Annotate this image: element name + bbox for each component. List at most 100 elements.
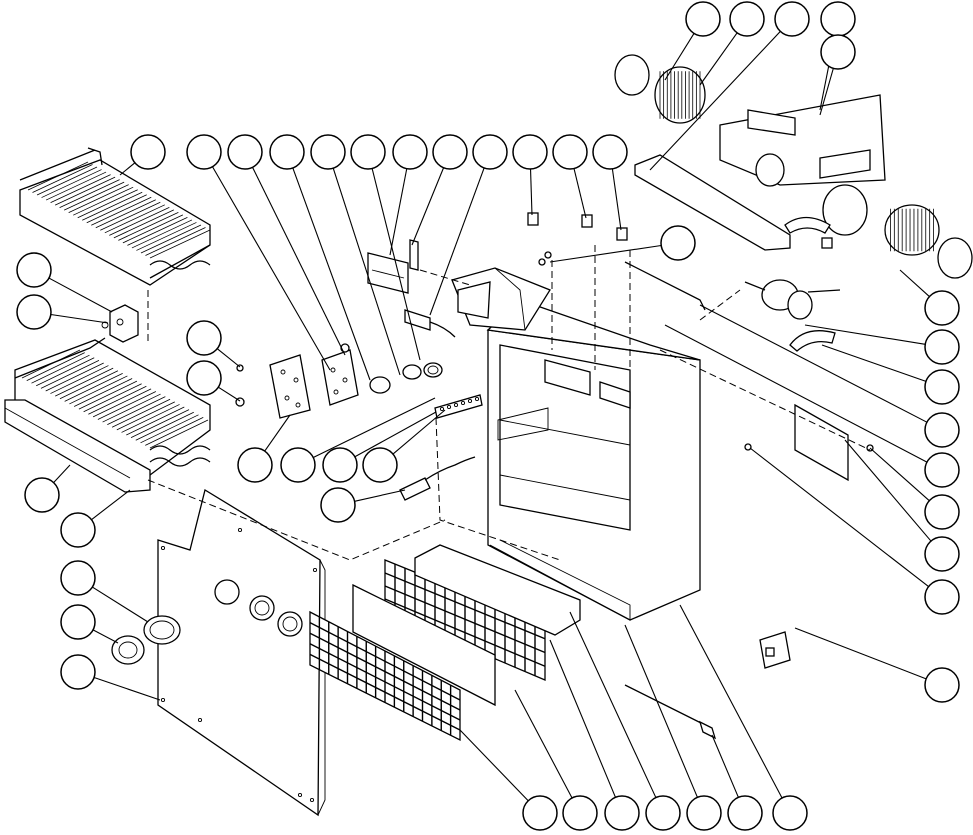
leader-line — [212, 166, 331, 371]
callout-bubble — [392, 134, 428, 170]
coil-fin — [136, 222, 197, 251]
coil-fin — [73, 378, 133, 407]
coil-fin — [122, 214, 184, 244]
callout-bubble — [16, 294, 52, 330]
coil-fin — [130, 409, 190, 438]
callout-bubble — [924, 494, 960, 530]
coil-fin — [50, 174, 111, 203]
callout-bubble — [60, 604, 96, 640]
callout-bubble — [432, 134, 468, 170]
leader-line — [371, 168, 421, 361]
coil-fin — [140, 224, 202, 254]
coil-fin — [63, 181, 125, 211]
coil-fin — [140, 414, 199, 444]
terminal — [453, 402, 459, 408]
callout-bubble — [820, 34, 856, 70]
callout-bubble — [562, 795, 598, 831]
panel-screw — [197, 717, 203, 723]
callout-bubble — [522, 795, 558, 831]
leader-line — [216, 348, 241, 368]
callout-bubble — [269, 134, 305, 170]
leader-line — [429, 167, 485, 316]
grille-bar — [309, 632, 461, 711]
grille-bar — [309, 643, 461, 721]
leader-line — [549, 244, 662, 263]
coil-fin — [41, 169, 102, 198]
leader-line — [664, 324, 928, 463]
control-plate-left — [269, 354, 311, 419]
callout-bubble — [512, 134, 548, 170]
coil-fin — [55, 367, 114, 397]
blower-wheel-left — [654, 66, 706, 124]
motor-strap-lower — [789, 330, 836, 352]
temperature-sensor — [624, 684, 717, 740]
callout-bubble — [60, 512, 96, 548]
coil-fin — [36, 357, 95, 387]
leader-line — [529, 168, 533, 216]
callout-bubble — [350, 134, 386, 170]
leader-line — [218, 386, 241, 402]
leader-line — [649, 31, 781, 171]
coil-fin — [45, 171, 107, 201]
coil-fin — [135, 411, 194, 441]
bottom-plate — [414, 544, 581, 636]
callout-bubble — [186, 134, 222, 170]
coil-fin — [104, 204, 165, 234]
coil-fin — [92, 388, 152, 418]
callout-bubble — [924, 579, 960, 615]
coil-fin — [86, 194, 147, 224]
coil-fin — [97, 391, 157, 420]
leader-line — [92, 586, 149, 623]
callout-bubble — [16, 252, 52, 288]
leader-line — [899, 269, 930, 298]
leader-line — [794, 627, 927, 680]
leader-line — [389, 168, 408, 256]
leader-line — [252, 167, 346, 356]
blower-housing — [719, 94, 886, 236]
coil-fin — [145, 227, 206, 256]
panel-screw — [309, 797, 315, 803]
callout-bubble — [924, 329, 960, 365]
fuse-holder — [399, 456, 476, 501]
screw-e — [744, 443, 752, 451]
callout-bubble — [186, 320, 222, 356]
callout-bubble — [237, 447, 273, 483]
coil-fin — [111, 398, 171, 428]
callout-bubble — [60, 560, 96, 596]
terminal — [439, 406, 445, 412]
leader-line — [549, 639, 616, 798]
coil-fin — [50, 365, 109, 394]
coil-fin — [95, 199, 156, 229]
coil-fin — [69, 375, 128, 405]
thermostat-bulb — [404, 309, 456, 338]
assembly-lines — [147, 245, 871, 561]
upper-heater-coil — [19, 147, 211, 286]
grille-bar — [384, 598, 546, 667]
callout-bubble — [24, 477, 60, 513]
coil-fin — [118, 212, 179, 241]
callout-bubble — [310, 134, 346, 170]
callout-bubble — [820, 1, 856, 37]
expansion-valve — [101, 304, 139, 343]
coil-fin — [91, 196, 152, 226]
lower-heater-coil — [14, 337, 211, 476]
coil-fin — [40, 360, 100, 389]
coil-fin — [26, 352, 85, 381]
leader-line — [392, 409, 446, 455]
callout-bubble — [362, 447, 398, 483]
leader-line — [313, 397, 436, 459]
coil-fin — [45, 362, 104, 392]
coil-fin — [109, 206, 170, 236]
callout-bubble — [604, 795, 640, 831]
front-panel — [157, 488, 326, 817]
grille-bar — [384, 572, 546, 640]
callout-bubble — [685, 1, 721, 37]
clips — [527, 212, 628, 266]
panel-screw — [160, 545, 166, 551]
inlet-ring-left — [614, 54, 650, 96]
leader-line — [514, 689, 573, 799]
leader-line — [92, 629, 119, 644]
blower-motor — [744, 279, 841, 320]
terminal — [446, 404, 452, 410]
leader-line — [354, 489, 406, 502]
